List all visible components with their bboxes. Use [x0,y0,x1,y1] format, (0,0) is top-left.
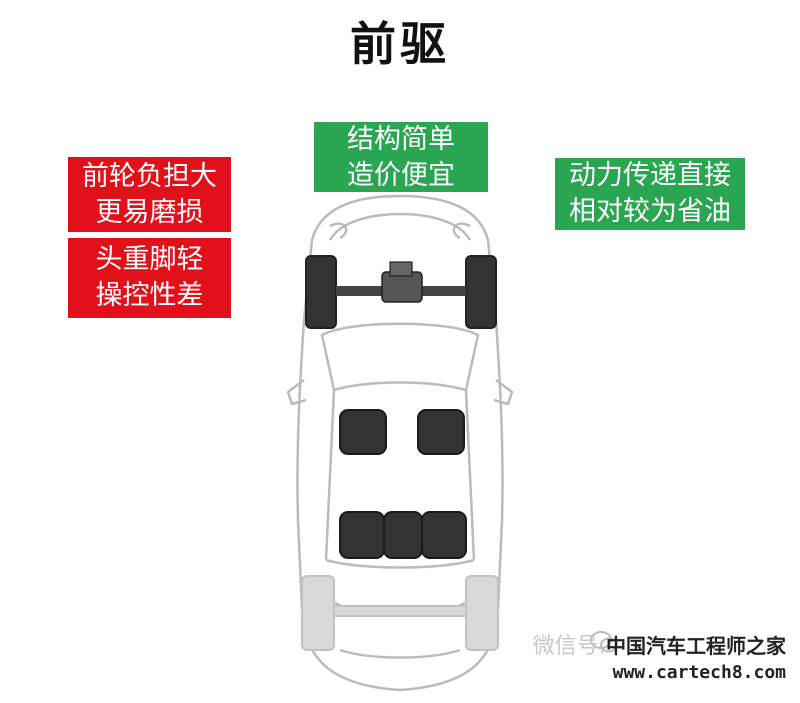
rear-right-wheel [465,575,499,651]
pro-drive-box: 动力传递直接 相对较为省油 [555,158,745,230]
con-handling-box: 头重脚轻 操控性差 [68,238,231,318]
front-left-seat [339,409,387,455]
rear-left-wheel [301,575,335,651]
watermark-site: www.cartech8.com [612,662,786,683]
pro-drive-line-2: 相对较为省油 [569,196,731,227]
front-right-wheel [465,255,497,329]
pro-drive-line-1: 动力传递直接 [569,160,731,191]
seats [339,409,467,559]
con-front-wheel-line-2: 更易磨损 [95,197,204,228]
pro-structure-line-2: 造价便宜 [347,160,455,191]
watermark-prefix: 微信号: [532,634,606,659]
con-front-wheel-line-1: 前轮负担大 [82,161,217,192]
rear-axle-faded [301,575,499,651]
rear-right-seat [421,511,467,559]
rear-axle [333,605,467,617]
front-drivetrain [305,255,497,329]
con-handling-line-1: 头重脚轻 [95,244,204,275]
rear-left-seat [339,511,385,559]
watermark: 微信号:中国汽车工程师之家 [533,628,786,660]
con-handling-line-2: 操控性差 [95,280,204,311]
front-right-seat [417,409,465,455]
engine-block [389,261,413,277]
con-front-wheel-box: 前轮负担大 更易磨损 [68,157,231,232]
pro-structure-box: 结构简单 造价便宜 [314,122,488,192]
pro-structure-line-1: 结构简单 [347,124,455,155]
rear-center-seat [383,511,423,559]
wechat-icon [590,631,618,653]
watermark-brand: 中国汽车工程师之家 [606,634,786,658]
page-title: 前驱 [350,17,450,71]
front-left-wheel [305,255,337,329]
